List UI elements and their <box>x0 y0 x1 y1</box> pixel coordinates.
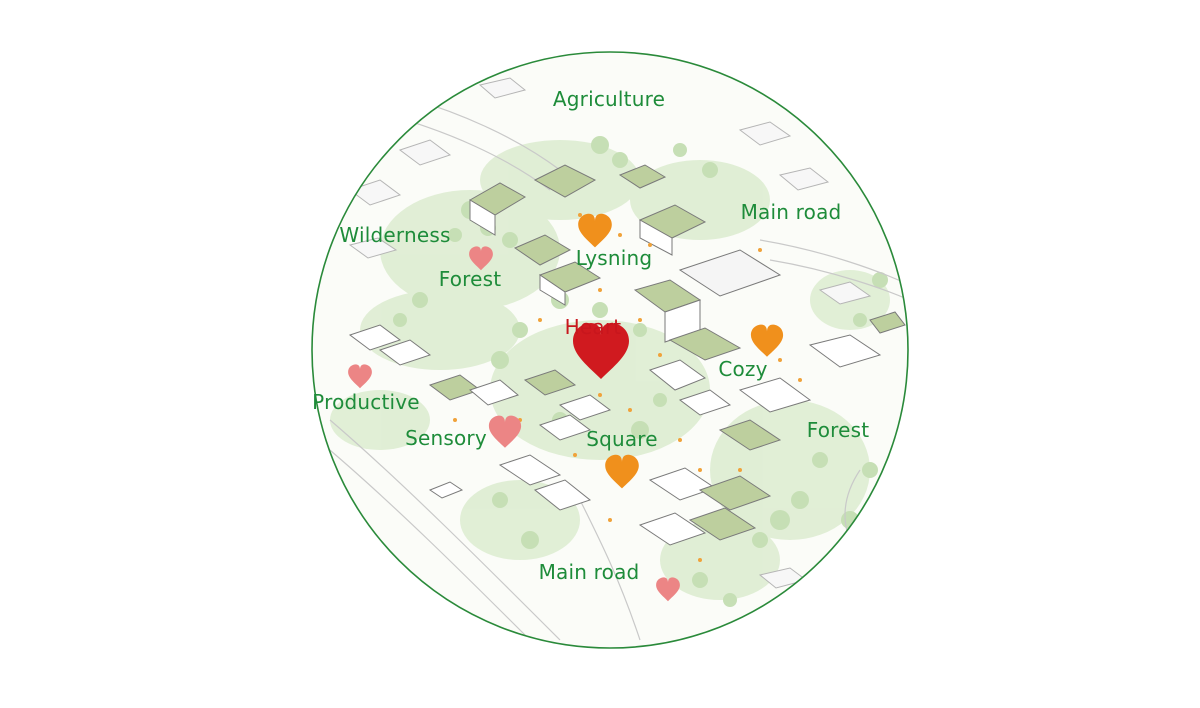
label-cozy: Cozy <box>718 357 768 381</box>
site-aerial-illustration <box>312 52 908 648</box>
label-heart: Heart <box>564 315 622 339</box>
label-wilderness: Wilderness <box>339 223 451 247</box>
label-productive: Productive <box>312 390 420 414</box>
label-main-road-bottom: Main road <box>538 560 640 584</box>
label-sensory: Sensory <box>405 426 487 450</box>
label-main-road-top: Main road <box>740 200 842 224</box>
site-boundary-ring <box>311 51 909 649</box>
vegetation-areas <box>330 140 890 600</box>
buildings <box>348 164 906 546</box>
label-lysning: Lysning <box>575 246 653 270</box>
label-forest-right: Forest <box>806 418 870 442</box>
label-forest-left: Forest <box>438 267 502 291</box>
surrounding-houses <box>348 77 872 589</box>
label-agriculture: Agriculture <box>552 87 666 111</box>
label-square: Square <box>586 427 658 451</box>
